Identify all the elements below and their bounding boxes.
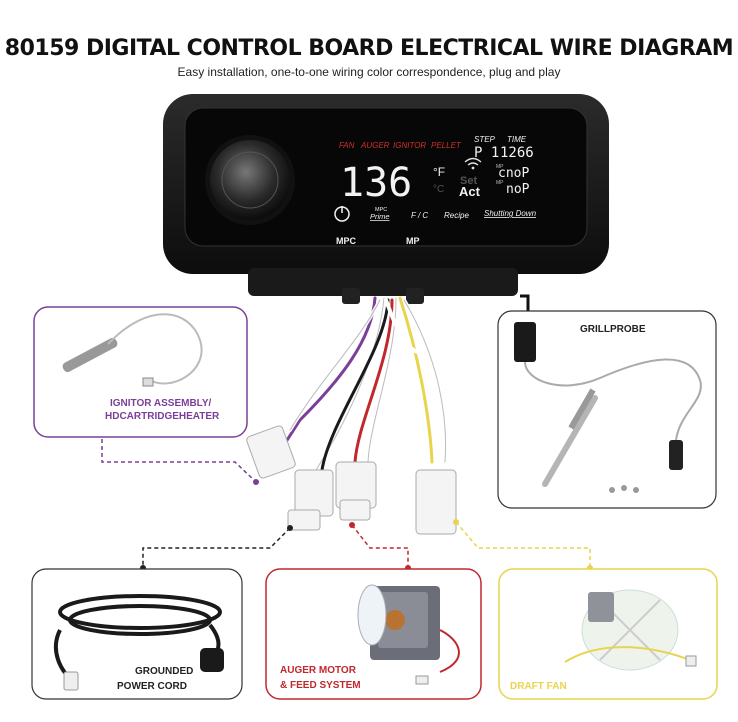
auger-connector[interactable] [335,461,377,521]
pellet-indicator: PELLET [431,141,462,150]
mpc-port-label: MPC [336,236,357,246]
diagram-subtitle: Easy installation, one-to-one wiring col… [177,65,561,79]
wire-harness [280,296,448,472]
shutdown-button[interactable]: Shutting Down [484,209,537,218]
act-label: Act [459,184,481,199]
draft-fan-image [564,589,697,671]
control-knob[interactable] [205,135,295,225]
wifi-icon [464,157,482,170]
ignitor-image [62,313,203,387]
ignitor-label-line2: HDCARTRIDGEHEATER [105,411,220,422]
unit-f: °F [433,165,445,179]
auger-motor-image [357,584,460,685]
ignitor-label-line1: IGNITOR ASSEMBLY/ [110,398,212,409]
set-label: Set [460,175,477,187]
power-cord-label-line2: POWER CORD [117,681,187,692]
power-cord-image [53,594,224,691]
ignitor-box [33,306,248,438]
probe1-tag: MP [496,164,504,170]
probe2-value: noP [506,182,530,197]
time-value: 1266 [500,145,534,161]
draft-fan-label: DRAFT FAN [510,681,567,692]
ignitor-connector[interactable] [246,425,297,479]
control-board: FAN AUGER IGNITOR PELLET STEP TIME P 1 1… [163,94,609,320]
diagram-title: 80159 DIGITAL CONTROL BOARD ELECTRICAL W… [4,36,734,61]
probe1-value: cnoP [498,166,529,181]
temperature-readout: 136 [340,160,412,206]
mp-port-label: MP [406,236,420,246]
power-connector[interactable] [287,469,334,531]
auger-indicator: AUGER [360,141,390,150]
step-value: P 1 [474,145,499,161]
power-button[interactable] [334,206,350,222]
grillprobe-label: GRILLPROBE [580,324,646,335]
power-cord-label-line1: GROUNDED [135,666,193,677]
grillprobe-image [514,322,702,493]
auger-label-line2: & FEED SYSTEM [280,680,361,691]
mp-port[interactable] [406,288,424,304]
mpc-port[interactable] [342,288,360,304]
step-label: STEP [474,135,496,144]
fan-connector[interactable] [415,469,457,535]
fan-indicator: FAN [339,141,355,150]
time-label: TIME [507,135,527,144]
auger-label-line1: AUGER MOTOR [280,665,357,676]
mpc-button-label[interactable]: MPC [375,207,387,213]
unit-c: °C [433,184,444,195]
fc-button[interactable]: F / C [411,211,428,220]
prime-button[interactable]: Prime [370,212,390,221]
ignitor-indicator: IGNITOR [393,141,426,150]
probe2-tag: MP [496,180,504,186]
recipe-button[interactable]: Recipe [444,211,469,220]
